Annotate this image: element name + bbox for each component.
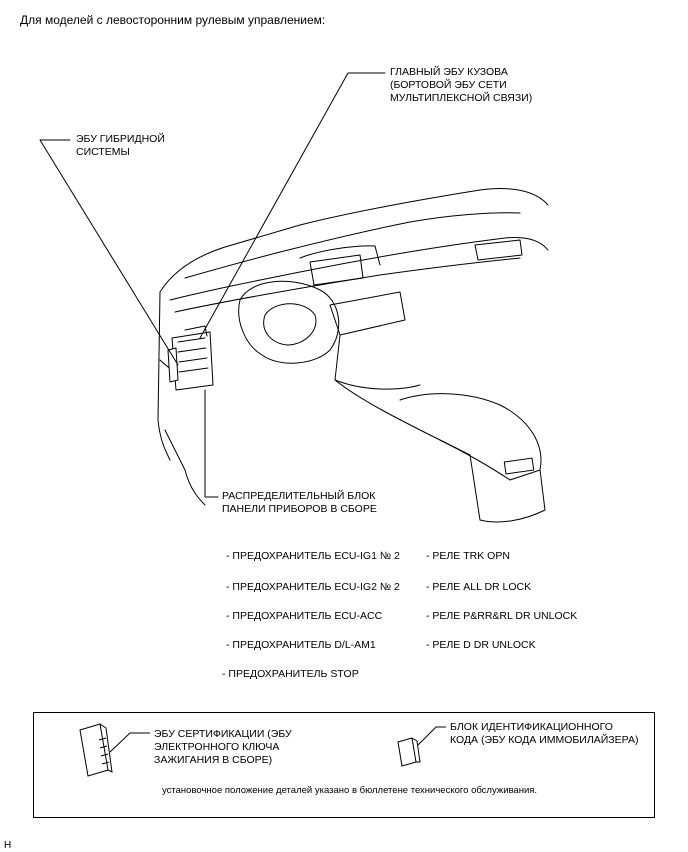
dashboard-top	[169, 237, 549, 301]
fuse-item: - ПРЕДОХРАНИТЕЛЬ ECU-IG1 № 2	[226, 550, 400, 562]
id-code-box-label: БЛОК ИДЕНТИФИКАЦИОННОГО КОДА (ЭБУ КОДА И…	[450, 721, 639, 746]
main-body-ecu-label: ГЛАВНЫЙ ЭБУ КУЗОВА (БОРТОВОЙ ЭБУ СЕТИ МУ…	[390, 66, 533, 104]
windshield-lower-edge	[184, 212, 521, 279]
kick-panel	[164, 429, 206, 506]
page-header: Для моделей с левосторонним рулевым упра…	[20, 13, 326, 27]
hybrid-ecu-label: ЭБУ ГИБРИДНОЙ СИСТЕМЫ	[76, 133, 165, 158]
certification-ecu-label: ЭБУ СЕРТИФИКАЦИИ (ЭБУ ЭЛЕКТРОННОГО КЛЮЧА…	[154, 728, 292, 766]
figure-code: H	[4, 840, 12, 851]
fuse-item: - ПРЕДОХРАНИТЕЛЬ STOP	[222, 668, 359, 680]
fuse-item: - ПРЕДОХРАНИТЕЛЬ ECU-IG2 № 2	[226, 581, 400, 593]
leader-hybrid-ecu	[39, 139, 179, 366]
relay-item: - РЕЛЕ P&RR&RL DR UNLOCK	[426, 610, 578, 622]
console-vent	[503, 457, 535, 475]
relay-item: - РЕЛЕ D DR UNLOCK	[426, 639, 536, 651]
console-armrest	[399, 393, 542, 481]
junction-block-label: РАСПРЕДЕЛИТЕЛЬНЫЙ БЛОК ПАНЕЛИ ПРИБОРОВ В…	[222, 490, 377, 515]
door-line	[157, 291, 171, 461]
relay-item: - РЕЛЕ ALL DR LOCK	[426, 581, 532, 593]
leader-id-code-box	[417, 726, 446, 746]
certification-ecu-shape	[79, 723, 113, 777]
legend-box	[33, 712, 655, 818]
a-pillar-outline	[159, 188, 549, 293]
installation-note: установочное положение деталей указано в…	[162, 785, 538, 796]
leader-certification-ecu	[109, 732, 150, 753]
display-hood	[299, 245, 381, 266]
right-display-area	[474, 239, 523, 261]
steering-wheel-inner	[263, 303, 317, 346]
console-side	[469, 454, 546, 523]
center-display	[309, 254, 364, 286]
console-base	[334, 379, 471, 456]
leader-junction-block	[204, 389, 219, 498]
relay-item: - РЕЛЕ TRK OPN	[426, 550, 510, 562]
fuse-item: - ПРЕДОХРАНИТЕЛЬ ECU-ACC	[226, 610, 383, 622]
dashboard-top-line-2	[174, 257, 521, 313]
steering-wheel-area	[238, 280, 340, 364]
leader-main-body-ecu	[199, 72, 386, 339]
fuse-item: - ПРЕДОХРАНИТЕЛЬ D/L-AM1	[226, 639, 376, 651]
junction-block-shape	[167, 325, 214, 391]
id-code-box-shape	[397, 737, 421, 767]
center-stack	[329, 291, 406, 336]
